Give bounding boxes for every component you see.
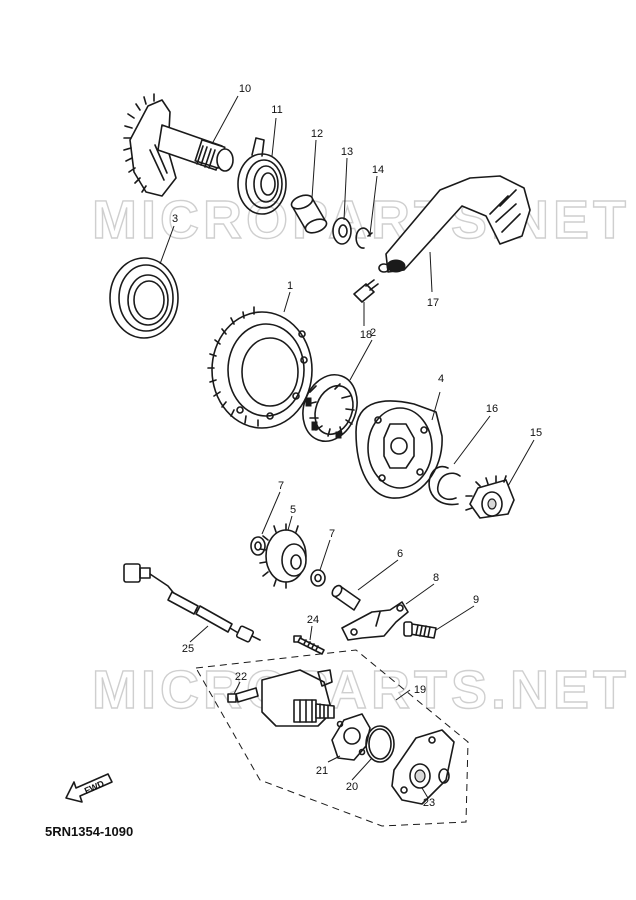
fwd-label: FWD [83, 778, 106, 796]
callout-2: 2 [370, 327, 376, 339]
callout-8: 8 [433, 572, 439, 584]
part-7-washer-upper [250, 536, 266, 556]
callout-4: 4 [438, 373, 444, 385]
callout-14: 14 [372, 164, 384, 176]
part-16-spring-clip [428, 465, 461, 506]
callout-20: 20 [346, 781, 358, 793]
part-12-collar [290, 194, 328, 234]
part-23-end-cover [391, 729, 455, 805]
callout-7-lower: 7 [329, 528, 335, 540]
callout-12: 12 [311, 128, 323, 140]
callout-6: 6 [397, 548, 403, 560]
part-22-screw [227, 687, 259, 703]
part-15-pinion-gear [465, 475, 515, 519]
callout-19: 19 [414, 684, 426, 696]
part-1-clutch-outer [207, 306, 313, 429]
part-24-bolt [293, 635, 325, 655]
part-14-circlip [355, 227, 373, 249]
part-19-starter-assembly-outline [195, 649, 469, 827]
callout-23: 23 [423, 797, 435, 809]
part-6-shaft [331, 584, 361, 611]
part-11-spring [237, 137, 287, 215]
part-5-idler-gear [259, 523, 307, 589]
part-8-bracket [341, 601, 409, 641]
callout-7-upper: 7 [278, 480, 284, 492]
callout-13: 13 [341, 146, 353, 158]
diagram-reference-code: 5RN1354-1090 [45, 824, 134, 839]
part-2-roller-cage [302, 374, 358, 442]
part-3-oil-seal [109, 257, 179, 339]
watermark-top: MICROPARTS.NET [92, 190, 630, 250]
part-17-kick-lever [378, 175, 531, 273]
callout-3: 3 [172, 213, 178, 225]
callout-11: 11 [271, 104, 282, 116]
callout-25: 25 [182, 643, 194, 655]
callout-1: 1 [287, 280, 293, 292]
callout-22: 22 [235, 671, 247, 683]
part-18-bolt [353, 279, 379, 303]
part-4-clutch-plate [355, 400, 443, 499]
part-13-washer [332, 217, 352, 245]
callout-17: 17 [427, 297, 439, 309]
callout-24: 24 [307, 614, 319, 626]
callout-leaders [159, 95, 535, 799]
watermark-bottom: MICROPARTS.NET [92, 660, 630, 720]
callout-18: 18 [360, 329, 372, 341]
part-25-wire-lead [123, 563, 261, 643]
callout-5: 5 [290, 504, 296, 516]
part-21-bracket-plate [331, 713, 371, 761]
part-9-bolt [403, 621, 437, 639]
forward-direction-arrow: FWD [65, 773, 113, 803]
callout-16: 16 [486, 403, 498, 415]
part-20-o-ring [365, 725, 395, 763]
callout-numbers: 10 11 12 13 14 3 17 18 1 2 4 16 15 7 5 7… [172, 83, 542, 809]
callout-10: 10 [239, 83, 251, 95]
part-7-washer-lower [310, 569, 326, 587]
part-10-kick-shaft [123, 93, 234, 197]
callout-9: 9 [473, 594, 479, 606]
starter-motor-body [261, 669, 335, 727]
callout-15: 15 [530, 427, 542, 439]
callout-21: 21 [316, 765, 328, 777]
